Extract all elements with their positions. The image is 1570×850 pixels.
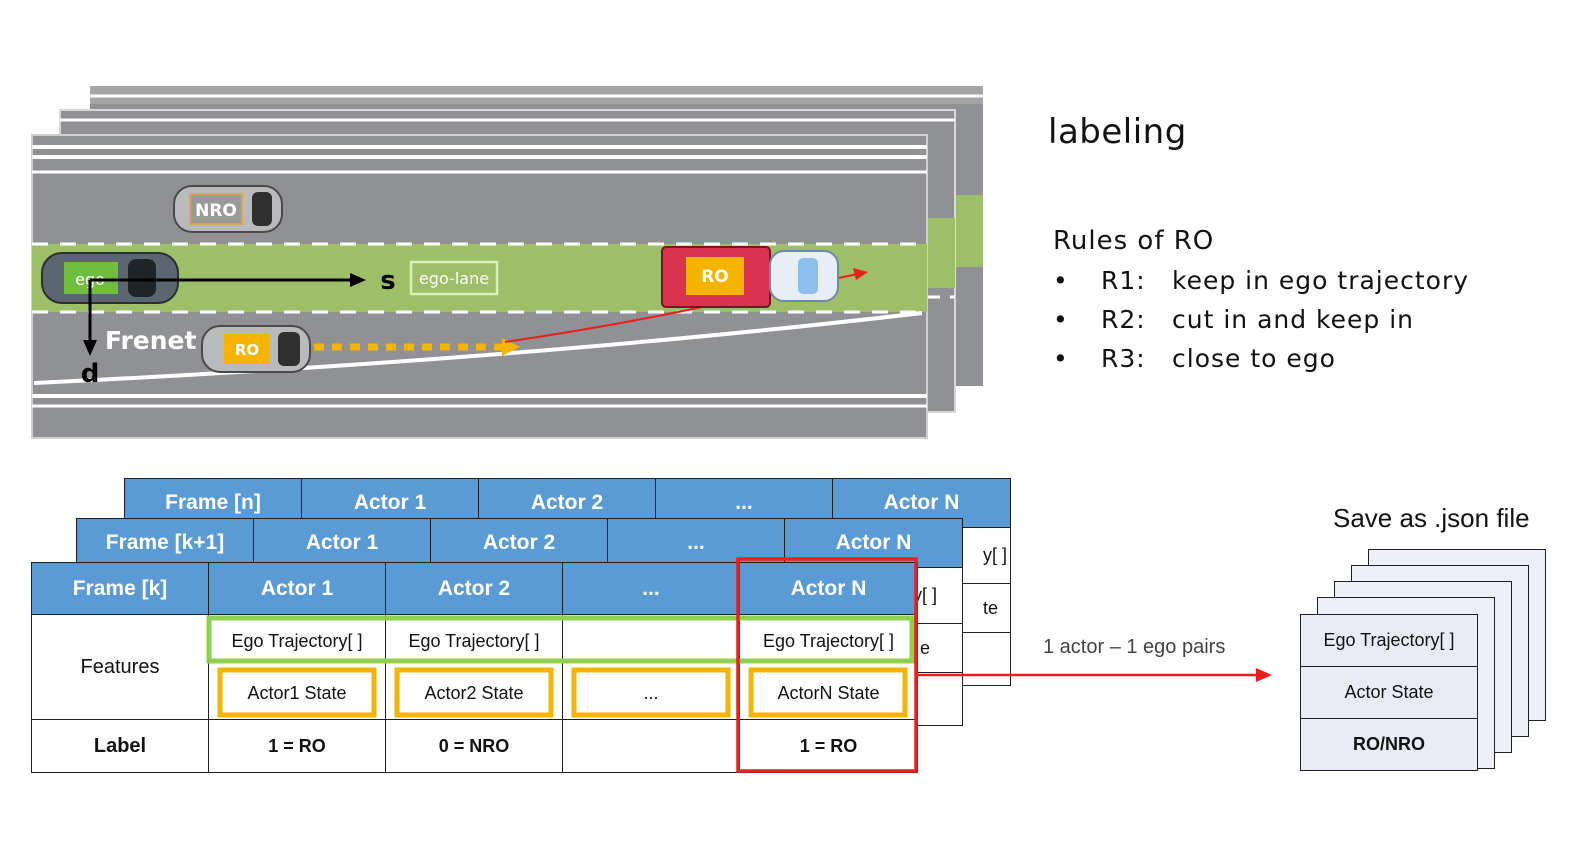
features-label: Features (31, 614, 209, 720)
labeling-title: labeling (1048, 112, 1187, 152)
rule-id: R1: (1101, 266, 1146, 295)
label-cell: 1 = RO (208, 719, 386, 773)
json-row: RO/NRO (1353, 734, 1425, 754)
ro-car-cutin: RO (201, 325, 311, 373)
save-json-title: Save as .json file (1333, 503, 1530, 533)
header-cell: Frame [k+1] (76, 518, 254, 568)
header-cell: ... (562, 562, 740, 615)
json-file-card: Ego Trajectory[ ] Actor State RO/NRO (1300, 614, 1478, 771)
frenet-label: Frenet (105, 326, 197, 355)
actor-state-cell: ... (562, 667, 740, 720)
nro-car-label: NRO (195, 201, 237, 221)
label-title: Label (31, 719, 209, 773)
json-row: Ego Trajectory[ ] (1301, 615, 1477, 667)
actor-state-highlight (217, 667, 377, 718)
actor-state-cell: Actor1 State (208, 667, 386, 720)
ro-truck: RO (661, 246, 839, 308)
ro-truck-label: RO (701, 267, 729, 287)
label-cell (562, 719, 740, 773)
actor-state-cell: ActorN State (739, 667, 918, 720)
json-row: Actor State (1301, 667, 1477, 719)
pairs-label: 1 actor – 1 ego pairs (1043, 636, 1226, 658)
ego-trajectory-cell: Ego Trajectory[ ] (739, 614, 918, 667)
ego-car: ego (41, 252, 179, 304)
nro-car: NRO (173, 185, 283, 233)
road-scene: NRO ego s d Frenet ego-lane (31, 86, 983, 439)
arrow-head-icon (1256, 668, 1272, 682)
label-cell: 0 = NRO (385, 719, 563, 773)
rule-text: close to ego (1172, 344, 1336, 373)
rule-id: R2: (1101, 305, 1146, 334)
ego-trajectory-cell (562, 614, 740, 667)
actor-state-highlight (571, 667, 731, 718)
bullet-icon: • (1053, 344, 1069, 373)
header-cell: Frame [k] (31, 562, 209, 615)
ego-trajectory-cell: Ego Trajectory[ ] (208, 614, 386, 667)
frenet-axes: s d Frenet (81, 266, 396, 389)
actor-state-cell: Actor2 State (385, 667, 563, 720)
header-cell: Actor 2 (385, 562, 563, 615)
actor-n-highlight (736, 557, 918, 773)
ego-trajectory-highlight (206, 615, 915, 664)
bullet-icon: • (1053, 305, 1069, 334)
ro-car-cutin-label: RO (235, 341, 259, 359)
header-cell: Actor 1 (208, 562, 386, 615)
bullet-icon: • (1053, 266, 1069, 295)
header-cell: Actor N (739, 562, 918, 615)
actor-state-highlight (394, 667, 554, 718)
rules-title: Rules of RO (1053, 226, 1215, 256)
header-cell: Actor 2 (430, 518, 608, 568)
axis-d-label: d (81, 359, 100, 389)
rule-text: keep in ego trajectory (1172, 266, 1470, 295)
ego-trajectory-cell: Ego Trajectory[ ] (385, 614, 563, 667)
rule-text: cut in and keep in (1172, 305, 1415, 334)
label-cell: 1 = RO (739, 719, 918, 773)
axis-s-label: s (380, 266, 395, 296)
ego-lane-label-box: ego-lane (409, 260, 499, 296)
header-cell: Actor 1 (253, 518, 431, 568)
ego-lane-label: ego-lane (419, 269, 489, 288)
actor-state-highlight (748, 667, 908, 718)
rule-id: R3: (1101, 344, 1146, 373)
